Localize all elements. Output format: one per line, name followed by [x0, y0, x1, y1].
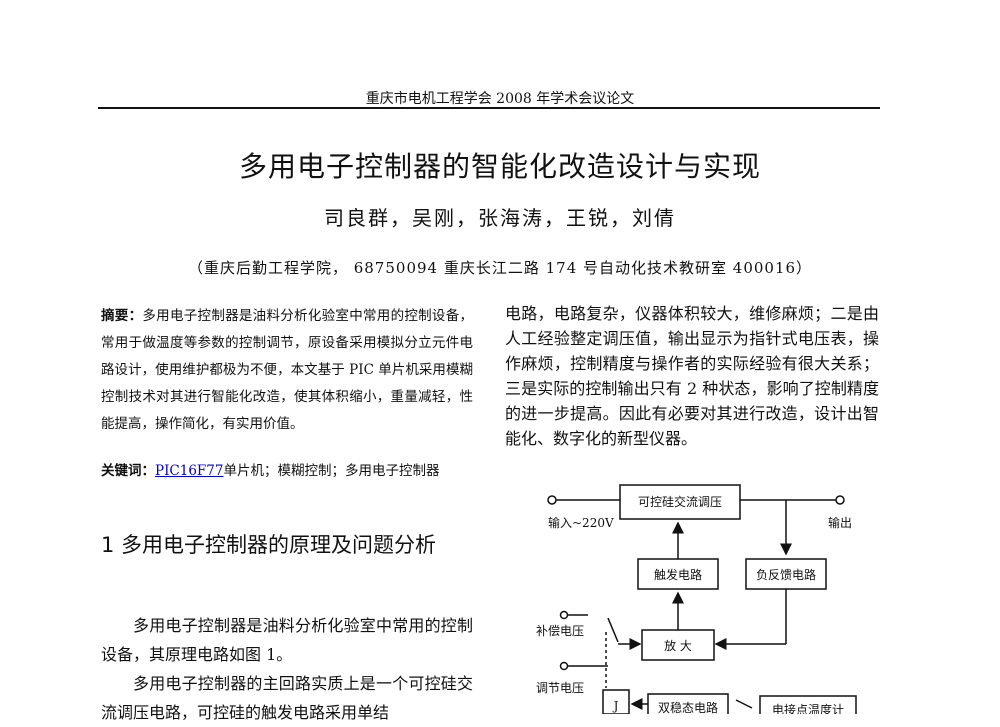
- running-header: 重庆市电机工程学会 2008 年学术会议论文: [365, 91, 635, 107]
- bistable-block: [647, 693, 729, 714]
- circuit-block-diagram: 可控硅交流调压 输入~220V 输出 触发电路 负反馈电路 补偿电压 放 大 调…: [536, 484, 857, 714]
- abstract-label: 摘要：: [101, 308, 143, 324]
- output-label: 输出: [828, 515, 852, 530]
- output-terminal: [835, 495, 845, 505]
- comp-terminal: [559, 610, 569, 620]
- scr-block-label: 可控硅交流调压: [638, 494, 722, 509]
- adjust-voltage-label: 调节电压: [536, 681, 584, 695]
- thermometer-block: [759, 695, 857, 714]
- affiliation: （重庆后勤工程学院， 68750094 重庆长江二路 174 号自动化技术教研室…: [187, 259, 813, 277]
- paper-title: 多用电子控制器的智能化改造设计与实现: [238, 150, 761, 183]
- relay-j-block: [602, 689, 630, 714]
- input-terminal: [547, 495, 557, 505]
- body-left-column: 多用电子控制器是油料分析化验室中常用的控制设备，其原理电路如图 1。 多用电子控…: [101, 611, 473, 727]
- thermometer-label: 电接点温度计: [772, 702, 844, 714]
- body-right-column: 电路，电路复杂，仪器体积较大，维修麻烦；二是由人工经验整定调压值，输出显示为指针…: [505, 304, 879, 448]
- adjust-terminal: [559, 661, 569, 671]
- abstract-text: 多用电子控制器是油料分析化验室中常用的控制设备，常用于做温度等参数的控制调节，原…: [101, 308, 474, 432]
- paragraph: 多用电子控制器的主回路实质上是一个可控硅交流调压电路，可控硅的触发电路采用单结: [101, 674, 473, 722]
- abstract: 摘要：多用电子控制器是油料分析化验室中常用的控制设备，常用于做温度等参数的控制调…: [101, 303, 473, 438]
- keywords: 关键词：PIC16F77单片机；模糊控制；多用电子控制器: [101, 458, 473, 485]
- trigger-block-label: 触发电路: [654, 567, 702, 582]
- amplifier-label: 放 大: [664, 638, 692, 653]
- bistable-label: 双稳态电路: [658, 700, 718, 714]
- feedback-block-label: 负反馈电路: [756, 567, 816, 582]
- paragraph: 多用电子控制器是油料分析化验室中常用的控制设备，其原理电路如图 1。: [101, 616, 473, 664]
- relay-j-label: J: [612, 699, 619, 713]
- keywords-label: 关键词：: [101, 463, 155, 479]
- scr-block: [619, 484, 741, 520]
- keyword-link[interactable]: PIC16F77: [155, 463, 224, 479]
- header-rule: [98, 107, 880, 109]
- section-heading: 1 多用电子控制器的原理及问题分析: [101, 533, 437, 557]
- keywords-rest: 单片机；模糊控制；多用电子控制器: [223, 463, 440, 479]
- comp-voltage-label: 补偿电压: [536, 623, 584, 638]
- input-label: 输入~220V: [548, 515, 614, 530]
- author-list: 司良群，吴刚，张海涛，王锐，刘倩: [324, 206, 676, 230]
